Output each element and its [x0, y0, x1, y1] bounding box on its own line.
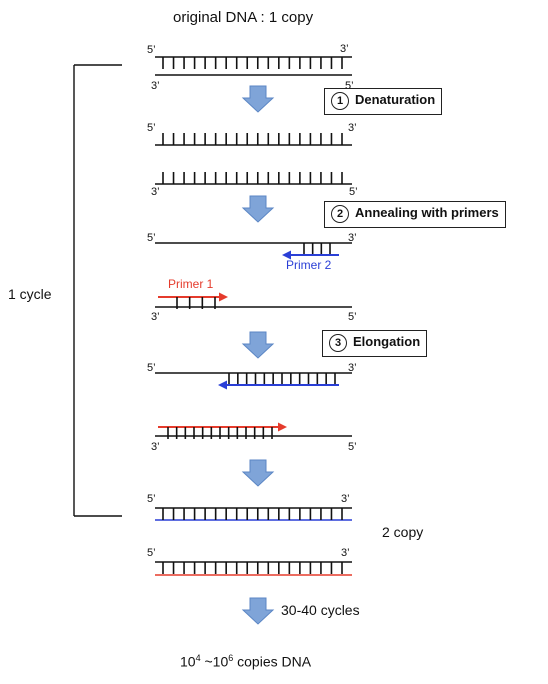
end-5-label: 5’	[147, 362, 156, 374]
end-3-label: 3’	[348, 122, 357, 134]
step-label: Annealing with primers	[355, 205, 499, 220]
primer1-label: Primer 1	[168, 277, 214, 291]
cycle-label: 1 cycle	[8, 286, 52, 302]
end-3-label: 3’	[151, 311, 160, 323]
step-annealing: 2 Annealing with primers	[324, 201, 506, 228]
end-5-label: 5’	[348, 441, 357, 453]
step-number: 3	[329, 334, 347, 352]
step-elongation: 3 Elongation	[322, 330, 428, 357]
end-3-label: 3’	[151, 80, 160, 92]
end-5-label: 5’	[349, 186, 358, 198]
end-5-label: 5’	[147, 547, 156, 559]
primer2-label: Primer 2	[286, 258, 332, 272]
final-exp1: 4	[195, 653, 201, 663]
end-5-label: 5’	[147, 44, 156, 56]
process-arrow	[241, 459, 275, 487]
end-3-label: 3’	[348, 232, 357, 244]
end-5-label: 5’	[348, 311, 357, 323]
end-3-label: 3’	[348, 362, 357, 374]
end-5-label: 5’	[147, 232, 156, 244]
primer1-arrowhead	[278, 422, 287, 432]
copy2-label: 2 copy	[382, 524, 424, 540]
final-mid: ~10	[200, 653, 229, 670]
step-number: 1	[331, 92, 349, 110]
final-base: 10	[180, 653, 196, 670]
end-5-label: 5’	[147, 122, 156, 134]
step-label: Denaturation	[355, 92, 436, 107]
end-3-label: 3’	[151, 186, 160, 198]
diagram-title: original DNA : 1 copy	[173, 9, 314, 26]
end-3-label: 3’	[341, 547, 350, 559]
step-label: Elongation	[353, 334, 421, 349]
process-arrow	[241, 331, 275, 359]
end-5-label: 5’	[345, 80, 354, 92]
end-5-label: 5’	[147, 493, 156, 505]
primer2-arrowhead	[218, 380, 227, 390]
end-3-label: 3’	[340, 43, 349, 55]
final-tail: copies DNA	[233, 653, 312, 670]
process-arrow	[241, 195, 275, 223]
cycles-label: 30-40 cycles	[281, 602, 360, 618]
end-3-label: 3’	[341, 493, 350, 505]
end-3-label: 3’	[151, 441, 160, 453]
final-exp2: 6	[228, 653, 234, 663]
step-number: 2	[331, 205, 349, 223]
primer1-arrowhead	[219, 292, 228, 302]
primer2-arrowhead	[282, 250, 291, 260]
step-denaturation: 1 Denaturation	[324, 88, 443, 115]
process-arrow	[241, 85, 275, 113]
process-arrow	[241, 597, 275, 625]
final-copies-label: 104 ~106 copies DNA	[180, 654, 311, 669]
